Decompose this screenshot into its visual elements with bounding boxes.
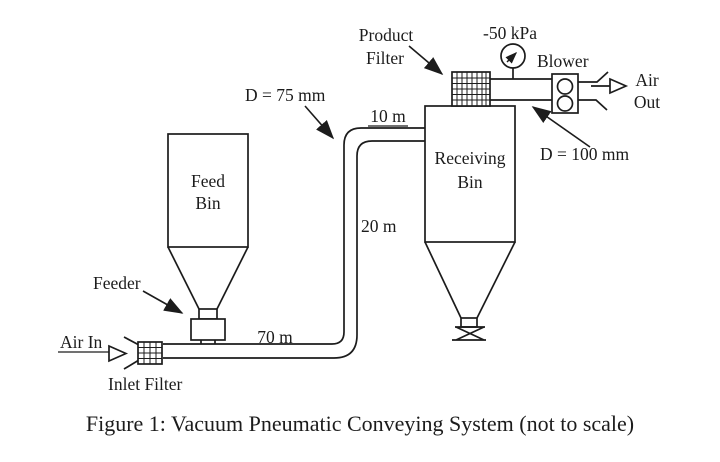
- pipe-inner-edge: [163, 127, 425, 345]
- feeder-legs: [200, 340, 216, 344]
- d100-pointer-arrow: [531, 106, 591, 148]
- product-filter-unit: [451, 71, 491, 107]
- blower-rotor-bottom: [556, 95, 574, 112]
- feed-bin: [167, 133, 249, 320]
- pipe-length-20-label: 20 m: [361, 216, 397, 236]
- label-underlines: [58, 125, 408, 353]
- pressure-gauge: [500, 43, 526, 79]
- feed-bin-cone: [167, 246, 249, 310]
- product-filter-label-line1: Product: [359, 25, 414, 45]
- conveying-pipe-75mm: [163, 127, 425, 359]
- feed-bin-body: [167, 133, 249, 248]
- feed-bin-neck: [198, 308, 218, 320]
- pipe-d75-label: D = 75 mm: [245, 85, 326, 105]
- blower-label: Blower: [537, 51, 589, 71]
- receiving-bin-neck: [460, 317, 478, 328]
- feeder-box: [190, 318, 226, 341]
- air-inlet-assembly: [108, 336, 163, 370]
- air-in-arrow-icon: [108, 344, 129, 363]
- feeder-unit: [190, 318, 226, 344]
- pipe-d100-label: D = 100 mm: [540, 144, 629, 164]
- inlet-filter-label: Inlet Filter: [108, 374, 183, 394]
- pressure-reading-label: -50 kPa: [483, 23, 537, 43]
- outlet-flare: [578, 71, 609, 111]
- gauge-needle-icon: [505, 51, 518, 64]
- air-out-arrow-icon: [609, 77, 629, 95]
- air-outlet-assembly: [578, 71, 629, 111]
- pipe-length-70-label: 70 m: [257, 327, 293, 347]
- feeder-pointer-arrow: [142, 290, 184, 314]
- receiving-bin-body: [424, 105, 516, 243]
- feed-bin-label-line2: Bin: [195, 193, 221, 213]
- receiving-bin-label-line1: Receiving: [435, 148, 506, 168]
- pipe-outer-edge: [163, 140, 425, 359]
- feeder-label: Feeder: [93, 273, 141, 293]
- air-out-label-line1: Air: [635, 70, 659, 90]
- receiving-bin: [424, 105, 516, 341]
- receiving-bin-label-line2: Bin: [457, 172, 483, 192]
- product-filter-hatch: [452, 72, 490, 106]
- inlet-flare: [123, 336, 140, 370]
- blower-rotor-top: [556, 78, 574, 95]
- receiving-bin-cone: [424, 241, 516, 319]
- annotation-arrows: [142, 45, 591, 314]
- product-filter-label-line2: Filter: [366, 48, 404, 68]
- product-filter-pointer-arrow: [408, 45, 444, 76]
- d75-pointer-arrow: [304, 105, 335, 140]
- air-in-label: Air In: [60, 332, 103, 352]
- pipe-100mm: [490, 78, 552, 101]
- pipe-length-10-label: 10 m: [370, 106, 406, 126]
- figure-caption: Figure 1: Vacuum Pneumatic Conveying Sys…: [86, 411, 634, 436]
- inlet-filter-hatch: [138, 342, 162, 364]
- air-out-label-line2: Out: [634, 92, 660, 112]
- discharge-valve-icon: [452, 326, 486, 341]
- blower-unit: [551, 73, 579, 114]
- feed-bin-label-line1: Feed: [191, 171, 225, 191]
